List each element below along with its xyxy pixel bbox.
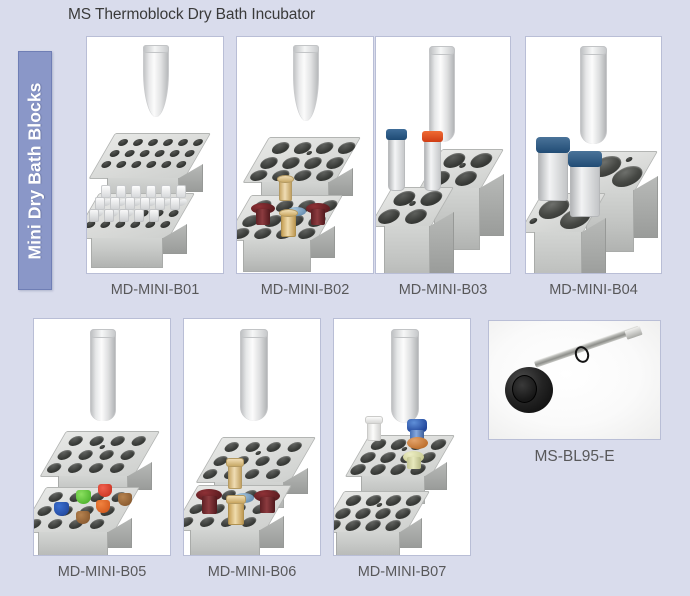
product-label-md-mini-b05: MD-MINI-B05 [57,564,147,580]
product-image-md-mini-b07 [334,319,470,555]
sidebar-category-banner: Mini Dry Bath Blocks [18,51,52,290]
product-image-md-mini-b04 [526,37,661,273]
product-card-md-mini-b07[interactable] [333,318,471,556]
sidebar-category-label: Mini Dry Bath Blocks [24,81,45,260]
product-card-md-mini-b01[interactable] [86,36,224,274]
product-label-md-mini-b01: MD-MINI-B01 [110,282,200,298]
product-label-md-mini-b03: MD-MINI-B03 [398,282,488,298]
tube-illustration [143,45,169,117]
product-image-md-mini-b02 [237,37,373,273]
product-label-ms-bl95-e: MS-BL95-E [534,448,615,465]
product-image-md-mini-b03 [376,37,510,273]
product-card-ms-bl95-e[interactable] [488,320,661,440]
tube-illustration [293,45,319,121]
product-card-md-mini-b05[interactable] [33,318,171,556]
tube-illustration [429,46,455,142]
product-image-md-mini-b05 [34,319,170,555]
product-card-md-mini-b06[interactable] [183,318,321,556]
product-label-md-mini-b02: MD-MINI-B02 [260,282,350,298]
tube-illustration [90,329,116,421]
product-image-md-mini-b06 [184,319,320,555]
tube-illustration [240,329,268,421]
page-title: MS Thermoblock Dry Bath Incubator [68,6,316,23]
product-label-md-mini-b04: MD-MINI-B04 [549,282,638,298]
product-image-ms-bl95-e [489,321,660,439]
product-card-md-mini-b03[interactable] [375,36,511,274]
product-image-md-mini-b01 [87,37,223,273]
probe-knob-face [512,375,537,403]
product-card-md-mini-b04[interactable] [525,36,662,274]
product-label-md-mini-b06: MD-MINI-B06 [207,564,297,580]
product-label-md-mini-b07: MD-MINI-B07 [357,564,447,580]
tube-illustration [391,329,419,423]
tube-illustration [580,46,607,144]
probe-knob [505,367,553,413]
product-card-md-mini-b02[interactable] [236,36,374,274]
